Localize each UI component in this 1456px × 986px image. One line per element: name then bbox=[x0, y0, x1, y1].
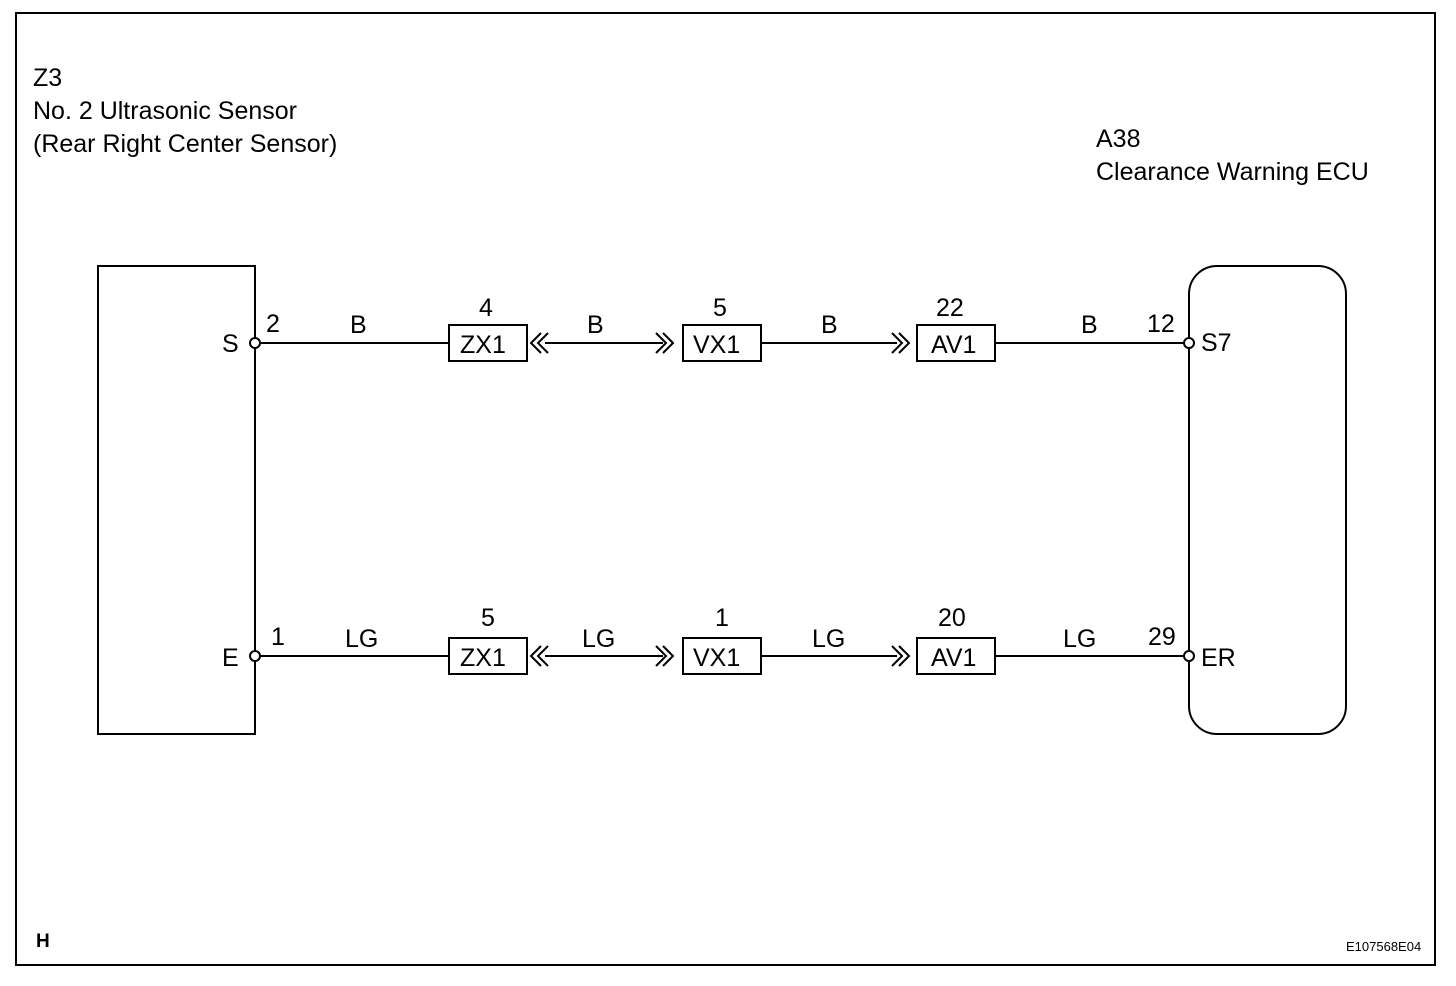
pin-number: 29 bbox=[1148, 623, 1176, 651]
chevron-right-icon bbox=[891, 332, 911, 354]
connector-name: AV1 bbox=[931, 331, 977, 359]
connector-zx1-bottom bbox=[448, 637, 528, 675]
right-component-name: Clearance Warning ECU bbox=[1096, 158, 1369, 186]
wire-color: B bbox=[1081, 311, 1098, 339]
chevron-left-icon bbox=[529, 332, 549, 354]
terminal-label-e: E bbox=[222, 644, 239, 672]
connector-name: VX1 bbox=[693, 331, 741, 359]
connector-av1-bottom bbox=[916, 637, 996, 675]
connector-pin: 4 bbox=[479, 294, 493, 322]
wire-color: LG bbox=[812, 625, 846, 653]
wire-color: LG bbox=[1063, 625, 1097, 653]
wire-color: B bbox=[821, 311, 838, 339]
chevron-right-icon bbox=[891, 645, 911, 667]
terminal-label-er: ER bbox=[1201, 644, 1236, 672]
wire-color: B bbox=[587, 311, 604, 339]
wire-color: LG bbox=[582, 625, 616, 653]
chevron-right-icon bbox=[655, 645, 675, 667]
connector-name: AV1 bbox=[931, 644, 977, 672]
diagram-frame bbox=[15, 12, 1436, 966]
terminal-e-circle bbox=[249, 650, 261, 662]
wire-color: B bbox=[350, 311, 367, 339]
left-component-name: No. 2 Ultrasonic Sensor bbox=[33, 97, 298, 125]
connector-pin: 1 bbox=[715, 604, 729, 632]
terminal-er-circle bbox=[1183, 650, 1195, 662]
terminal-s-circle bbox=[249, 337, 261, 349]
right-component-code: A38 bbox=[1096, 125, 1141, 153]
connector-vx1-bottom bbox=[682, 637, 762, 675]
chevron-left-icon bbox=[529, 645, 549, 667]
figure-id: E107568E04 bbox=[1346, 939, 1422, 954]
pin-number: 2 bbox=[266, 310, 280, 338]
sensor-body bbox=[97, 265, 256, 735]
corner-mark: H bbox=[36, 931, 50, 952]
connector-name: ZX1 bbox=[460, 644, 506, 672]
connector-pin: 5 bbox=[481, 604, 495, 632]
terminal-s7-circle bbox=[1183, 337, 1195, 349]
connector-pin: 20 bbox=[938, 604, 966, 632]
connector-vx1-top bbox=[682, 324, 762, 362]
connector-av1-top bbox=[916, 324, 996, 362]
wire-color: LG bbox=[345, 625, 379, 653]
left-component-subname: (Rear Right Center Sensor) bbox=[33, 130, 338, 158]
connector-zx1-top bbox=[448, 324, 528, 362]
connector-pin: 5 bbox=[713, 294, 727, 322]
connector-name: ZX1 bbox=[460, 331, 506, 359]
left-component-code: Z3 bbox=[33, 64, 63, 92]
connector-name: VX1 bbox=[693, 644, 741, 672]
terminal-label-s: S bbox=[222, 330, 239, 358]
pin-number: 12 bbox=[1147, 310, 1175, 338]
ecu-body bbox=[1188, 265, 1347, 735]
terminal-label-s7: S7 bbox=[1201, 329, 1232, 357]
connector-pin: 22 bbox=[936, 294, 964, 322]
pin-number: 1 bbox=[271, 623, 285, 651]
chevron-right-icon bbox=[655, 332, 675, 354]
